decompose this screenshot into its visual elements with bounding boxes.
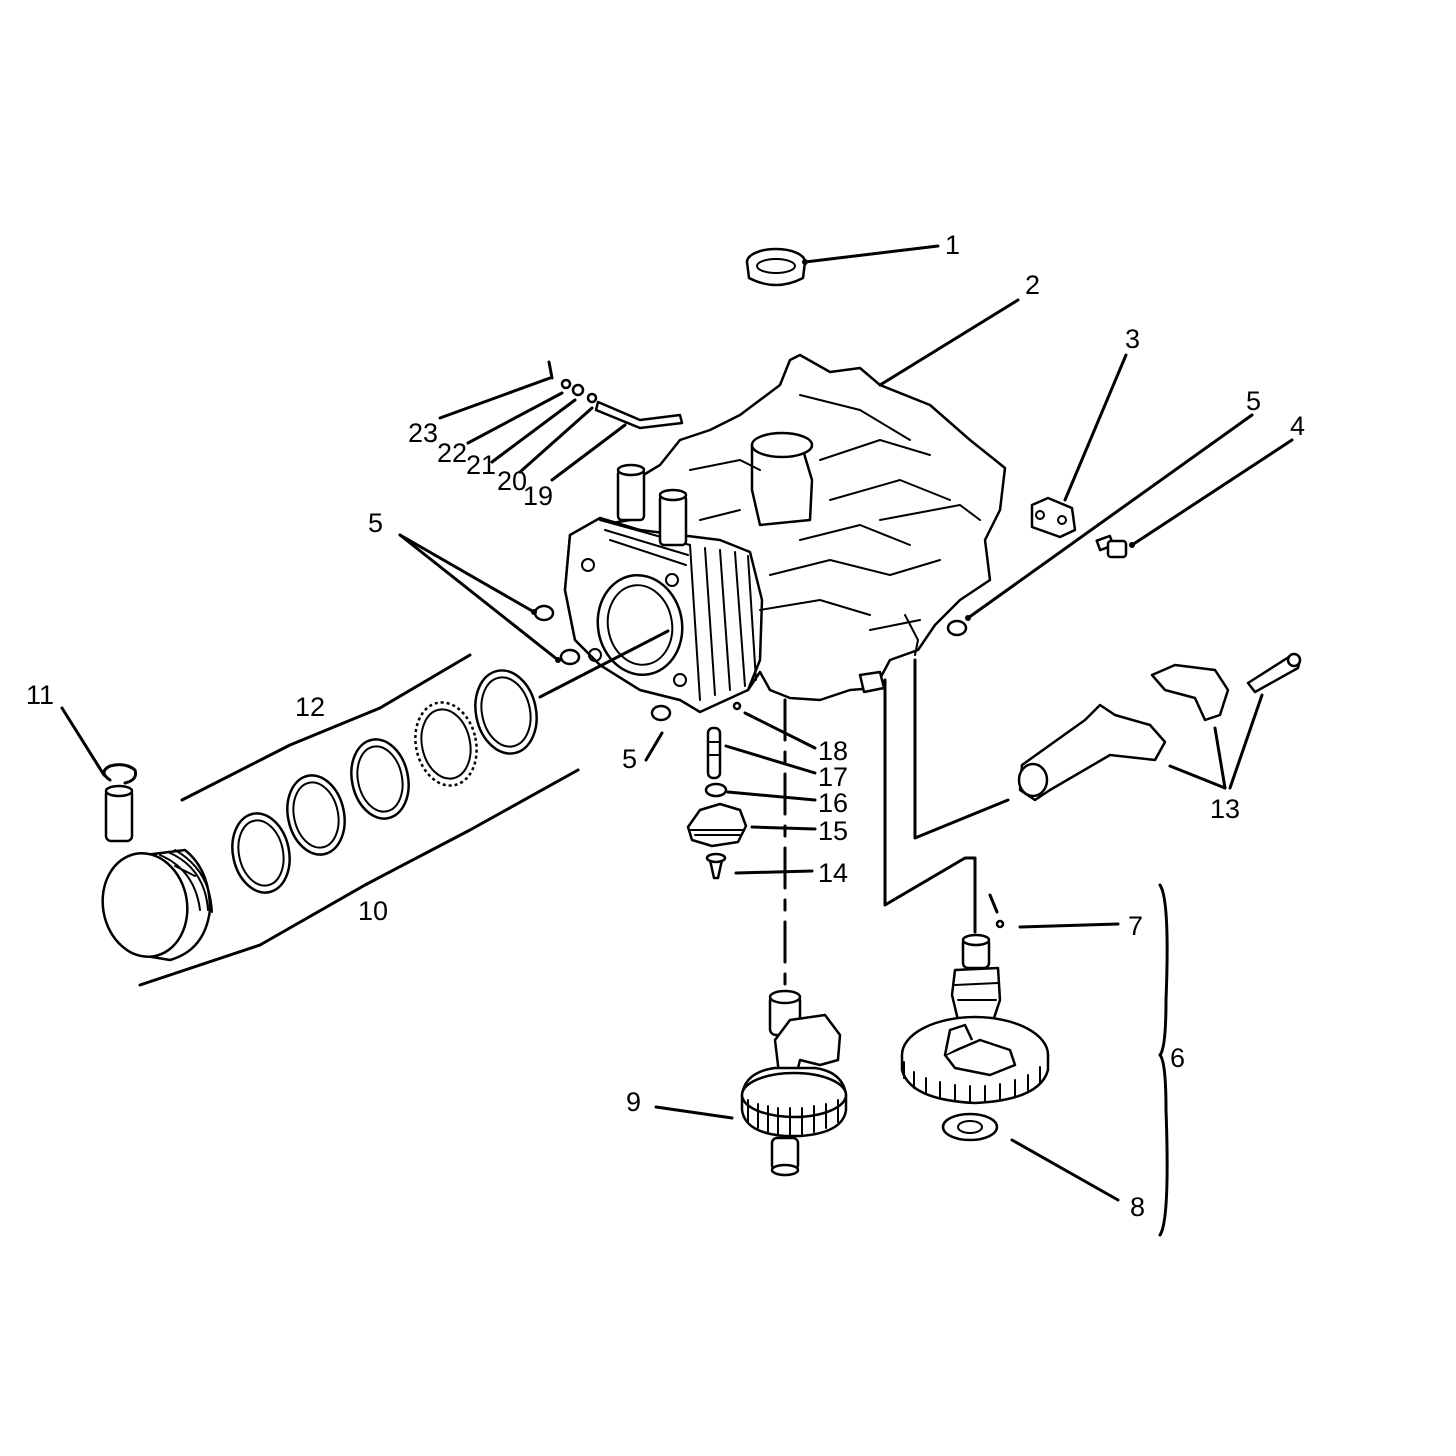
callout-9: 9 [626,1087,641,1117]
callout-18: 18 [818,736,848,766]
part-6-camshaft [900,893,1050,1105]
part-12-piston-rings [231,669,538,894]
callout-labels: 1 2 3 5 4 23 22 21 20 19 5 11 12 5 18 17… [26,230,1305,1222]
callout-16: 16 [818,788,848,818]
callout-11: 11 [26,680,54,710]
parts-14-18-governor [686,701,748,880]
callout-23: 23 [408,418,438,448]
callout-15: 15 [818,816,848,846]
part-10-piston [101,848,213,962]
callout-10: 10 [358,896,388,926]
part-13-connecting-rod [1017,652,1302,802]
callout-21: 21 [466,450,496,480]
callout-5-right: 5 [1246,386,1261,416]
part-1-oil-seal [745,247,807,287]
callout-1: 1 [945,230,960,260]
parts-19-23-breather [547,360,684,430]
part-11-snap-ring [102,763,137,785]
callout-19: 19 [523,481,553,511]
callout-8: 8 [1130,1192,1145,1222]
callout-2: 2 [1025,270,1040,300]
callout-12: 12 [295,692,325,722]
leader-lines [60,244,1294,1202]
piston-pin [104,784,134,843]
part-5-dowel-pins [533,604,968,722]
callout-22: 22 [437,438,467,468]
callout-13: 13 [1210,794,1240,824]
callout-6: 6 [1170,1043,1185,1073]
callout-3: 3 [1125,324,1140,354]
callout-20: 20 [497,466,527,496]
callout-7: 7 [1128,911,1143,941]
callout-5-bottom: 5 [622,744,637,774]
callout-17: 17 [818,762,848,792]
callout-4: 4 [1290,411,1305,441]
callout-5-left: 5 [368,508,383,538]
part-4-screw [1095,534,1128,559]
part-8-washer [941,1112,999,1142]
part-9-crankshaft [740,989,848,1177]
callout-14: 14 [818,858,848,888]
group-braces [138,653,1169,1237]
part-3-bracket [1030,496,1077,539]
part-2-cylinder-block [563,353,1007,714]
